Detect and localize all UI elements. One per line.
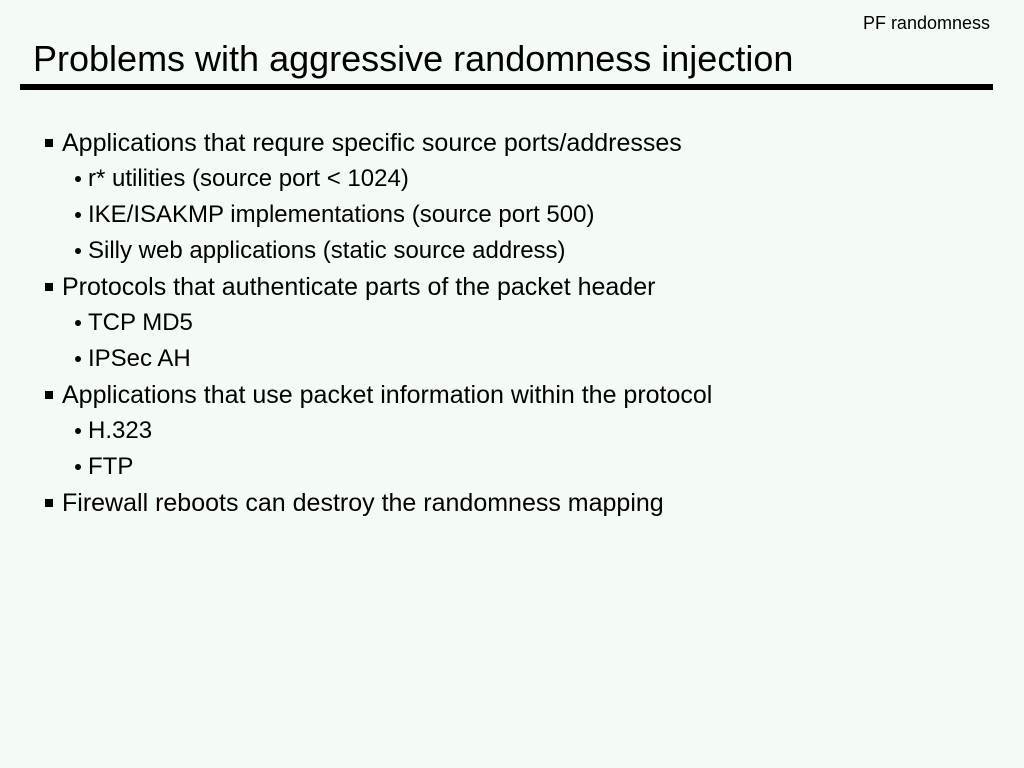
bullet-text: Firewall reboots can destroy the randomn… xyxy=(62,488,664,517)
page-title: Problems with aggressive randomness inje… xyxy=(33,38,794,79)
sub-bullet-item: FTP xyxy=(0,449,1024,485)
sub-bullet-item: IPSec AH xyxy=(0,341,1024,377)
sub-bullet-item: r* utilities (source port < 1024) xyxy=(0,161,1024,197)
sub-bullet-item: Silly web applications (static source ad… xyxy=(0,233,1024,269)
dot-bullet-icon xyxy=(75,320,81,326)
bullet-item: Applications that requre specific source… xyxy=(0,125,1024,161)
sub-bullet-item: TCP MD5 xyxy=(0,305,1024,341)
sub-bullet-item: H.323 xyxy=(0,413,1024,449)
sub-bullet-text: H.323 xyxy=(88,417,153,444)
sub-bullet-text: r* utilities (source port < 1024) xyxy=(88,165,409,192)
bullet-text: Protocols that authenticate parts of the… xyxy=(62,272,656,301)
dot-bullet-icon xyxy=(75,176,81,182)
sub-bullet-text: TCP MD5 xyxy=(88,309,193,336)
sub-bullet-text: IPSec AH xyxy=(88,345,191,372)
sub-bullet-text: FTP xyxy=(88,453,134,480)
square-bullet-icon xyxy=(45,391,53,399)
sub-bullet-text: Silly web applications (static source ad… xyxy=(88,237,566,264)
dot-bullet-icon xyxy=(75,428,81,434)
slide-corner-label: PF randomness xyxy=(862,13,990,33)
square-bullet-icon xyxy=(45,283,53,291)
bullet-item: Protocols that authenticate parts of the… xyxy=(0,269,1024,305)
bullet-text: Applications that use packet information… xyxy=(62,380,713,409)
bullet-item: Applications that use packet information… xyxy=(0,377,1024,413)
bullet-item: Firewall reboots can destroy the randomn… xyxy=(0,485,1024,521)
title-underline xyxy=(20,84,993,90)
dot-bullet-icon xyxy=(75,212,81,218)
dot-bullet-icon xyxy=(75,248,81,254)
sub-bullet-item: IKE/ISAKMP implementations (source port … xyxy=(0,197,1024,233)
bullet-list: Applications that requre specific source… xyxy=(0,125,1024,521)
bullet-text: Applications that requre specific source… xyxy=(62,128,682,157)
square-bullet-icon xyxy=(45,499,53,507)
sub-bullet-text: IKE/ISAKMP implementations (source port … xyxy=(88,201,595,228)
dot-bullet-icon xyxy=(75,464,81,470)
square-bullet-icon xyxy=(45,139,53,147)
dot-bullet-icon xyxy=(75,356,81,362)
